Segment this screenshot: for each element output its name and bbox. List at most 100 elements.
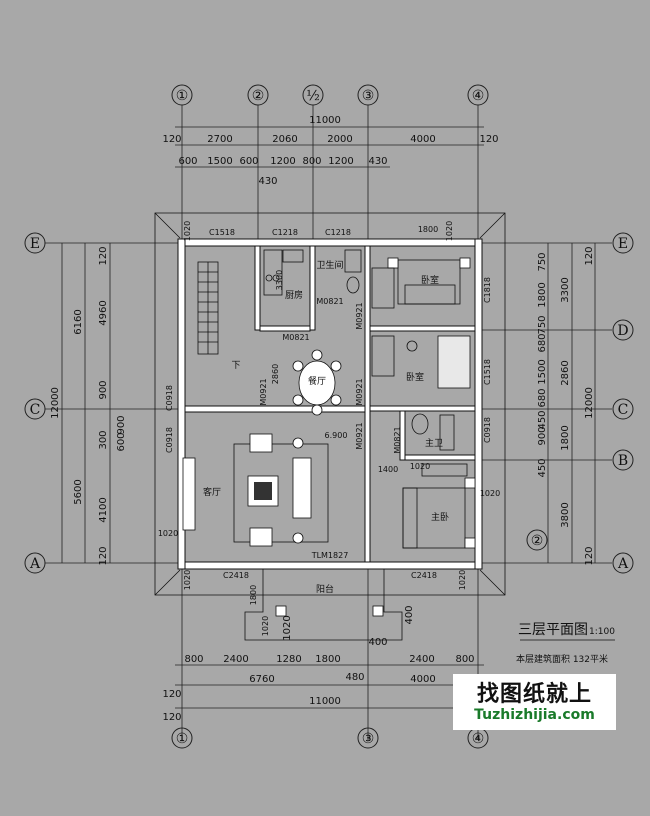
tag-m0821: M0821: [282, 333, 309, 342]
tag-m0821: M0821: [316, 297, 343, 306]
tag-c1218: C1218: [325, 228, 351, 237]
master-bedroom-furniture: [402, 463, 476, 549]
dim-label: 120: [162, 689, 181, 700]
dim-label: 800: [455, 654, 474, 665]
tag-tlm1827: TLM1827: [311, 551, 349, 560]
axis-bubble-A-left: [24, 552, 46, 574]
tag-c2418: C2418: [411, 571, 437, 580]
axis-label: D: [617, 323, 628, 339]
dim-label: 1800: [315, 654, 340, 665]
tag-c0918: C0918: [165, 385, 174, 411]
roof-outline: [154, 212, 506, 596]
dim-label: 1020: [183, 570, 192, 590]
axis-bubbles-bottom: ① ③ ④: [171, 727, 489, 749]
dim-label: 900: [98, 380, 109, 399]
dim-label: 600: [178, 156, 197, 167]
dim-label: 6760: [249, 674, 274, 685]
dim-label: 1800: [537, 282, 548, 307]
axis-label: ④: [472, 731, 485, 747]
drawing-scale: 1:100: [589, 627, 615, 637]
dim-overall-bottom: 11000: [309, 696, 341, 707]
dim-label: 1800: [560, 425, 571, 450]
living-room-label: 客厅: [203, 486, 221, 498]
watermark-cn: 找图纸就上: [476, 682, 592, 707]
axis-label: ②: [531, 533, 544, 549]
dim-overall-top: 11000: [309, 115, 341, 126]
axis-label: ③: [362, 88, 375, 104]
drawing-title: 三层平面图: [518, 622, 588, 638]
dim-label: 1200: [270, 156, 295, 167]
dim-label: 4000: [410, 134, 435, 145]
tag-m0921: M0921: [259, 378, 268, 405]
axis-bubble-sub: [526, 529, 548, 551]
dim-label: 120: [162, 712, 181, 723]
bedroom-2-furniture: [371, 335, 471, 389]
axis-label: ④: [472, 88, 485, 104]
dim-label: 300: [98, 430, 109, 449]
dim-label: 900: [537, 426, 548, 445]
axis-label: ½: [306, 88, 320, 104]
dim-label: 480: [345, 672, 364, 683]
dim-label: 600: [116, 432, 127, 451]
kitchen-fixtures: [263, 249, 304, 296]
axis-bubble-A-right: [612, 552, 634, 574]
dim-label: 2860: [271, 364, 280, 384]
dim-label: 1020: [183, 221, 192, 241]
axis-bubbles-left: E C A: [24, 232, 46, 574]
axis-bubble-2: [247, 84, 269, 106]
dim-label: 120: [584, 546, 595, 565]
dimensions-left: 12000 6160 5600 120 4960 900 300 4100 12…: [50, 243, 127, 566]
dim-label: 120: [162, 134, 181, 145]
tag-m0921: M0921: [355, 302, 364, 329]
floor-area-label: 本层建筑面积 132平米: [516, 653, 608, 665]
bedroom-1-label: 卧室: [421, 274, 439, 286]
level-mark: 6.900: [325, 431, 348, 440]
dim-label: 750: [537, 315, 548, 334]
dim-label: 1020: [458, 570, 467, 590]
dim-label: 1280: [276, 654, 301, 665]
dim-label: 4000: [410, 674, 435, 685]
axis-bubble-B-right: [612, 449, 634, 471]
dim-label: 800: [184, 654, 203, 665]
bath-label: 卫生间: [316, 259, 343, 271]
axis-bubble-C-left: [24, 398, 46, 420]
dim-label: 450: [537, 410, 548, 429]
dim-label: 400: [368, 637, 387, 648]
dim-label: 3300: [275, 270, 284, 290]
tag-c1518: C1518: [483, 359, 492, 385]
dim-label: 2700: [207, 134, 232, 145]
dim-label: 2000: [327, 134, 352, 145]
dim-label: 1020: [445, 221, 454, 241]
dining-label: 餐厅: [308, 375, 326, 387]
dim-label: 1500: [537, 359, 548, 384]
dim-label: 600: [239, 156, 258, 167]
dim-label: 900: [116, 415, 127, 434]
dining-table: [292, 349, 342, 416]
dim-label: 2860: [560, 360, 571, 385]
dim-label: 1400: [378, 465, 398, 474]
tag-m0821: M0821: [393, 426, 402, 453]
dim-label: 3300: [560, 277, 571, 302]
dim-label: 4960: [98, 300, 109, 325]
dim-label: 1800: [249, 585, 258, 605]
living-room-furniture: [182, 433, 329, 547]
axis-bubble-4: [467, 84, 489, 106]
axis-bubble-E-left: [24, 232, 46, 254]
master-bath-fixtures: [411, 413, 455, 451]
dim-label: 3800: [560, 502, 571, 527]
dim-label: 1800: [418, 225, 438, 234]
axis-label: C: [618, 402, 629, 418]
dimensions-top: 11000 120 2700 2060 2000 4000 120 600 15…: [162, 115, 498, 187]
axis-label: A: [29, 556, 41, 572]
dim-label: 12000: [584, 387, 595, 419]
axis-bubble-1-2: [302, 84, 324, 106]
axis-bubble-3: [357, 84, 379, 106]
dim-label: 750: [537, 252, 548, 271]
dim-label: 1500: [207, 156, 232, 167]
axis-label: E: [30, 236, 40, 252]
tag-c0918: C0918: [165, 427, 174, 453]
watermark-en: Tuzhizhijia.com: [474, 707, 595, 723]
dim-label: 120: [98, 246, 109, 265]
